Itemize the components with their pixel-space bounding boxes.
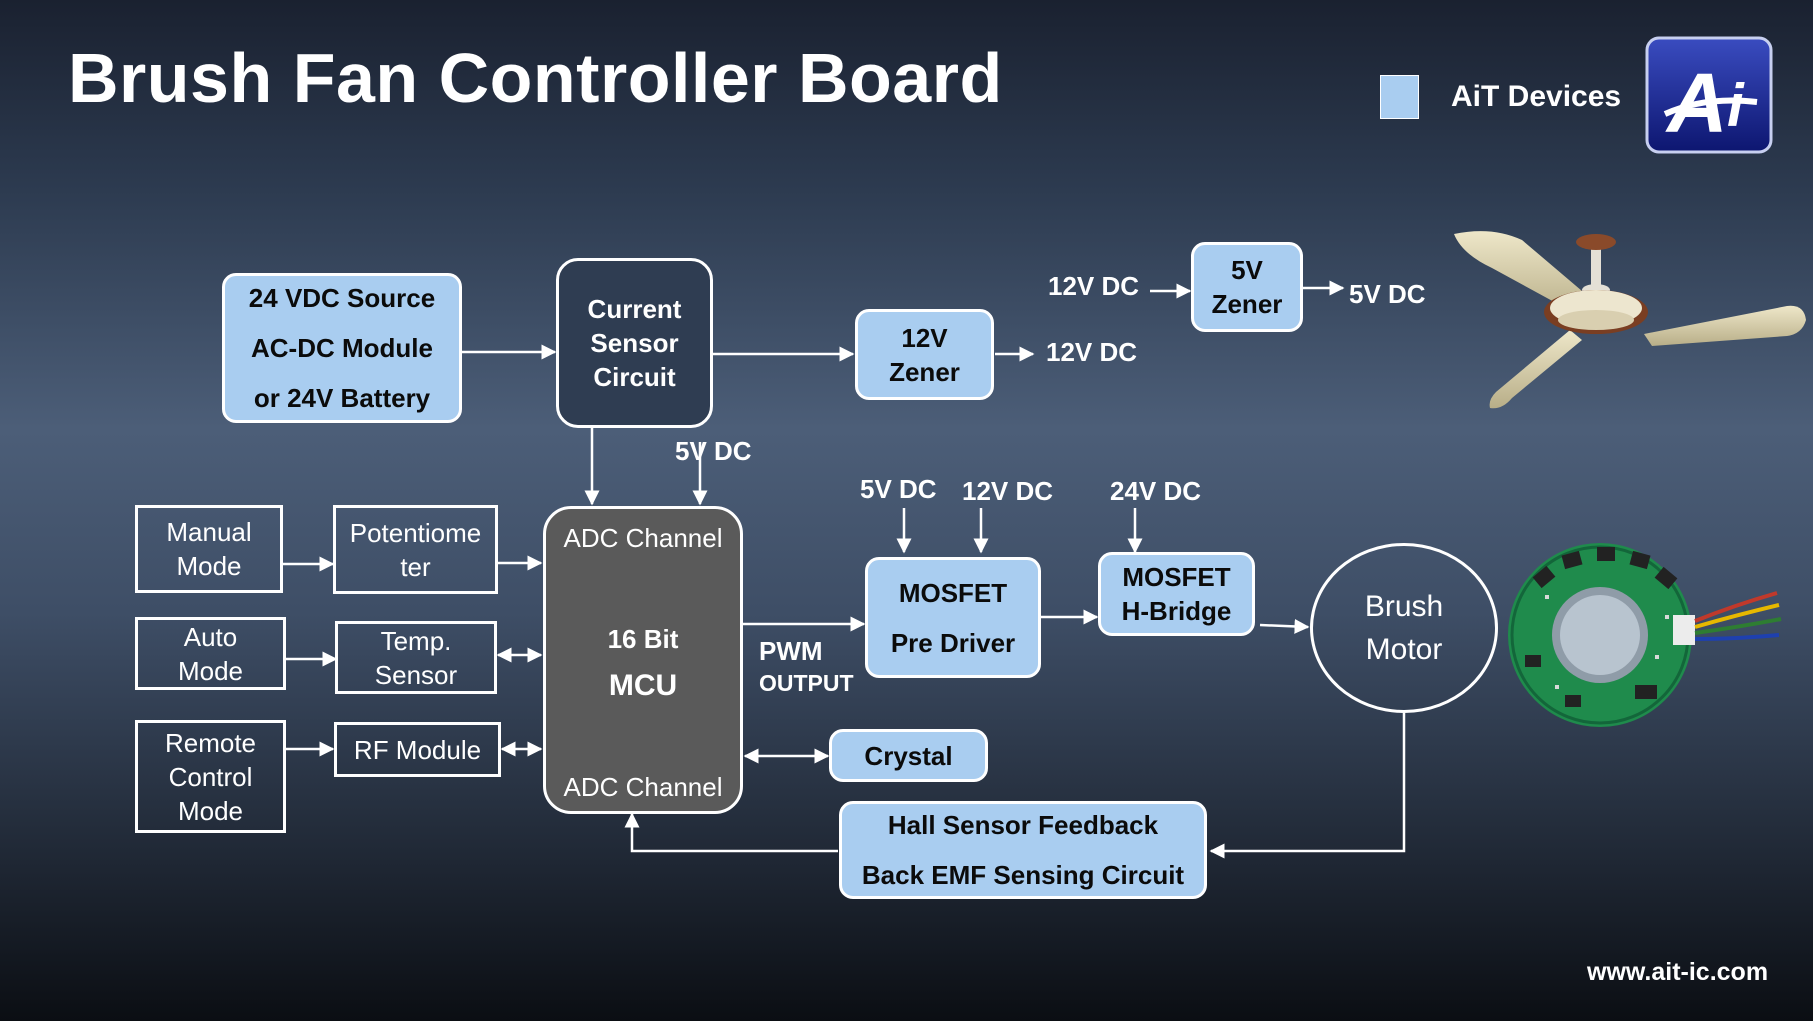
label-pwm: PWM [759,636,823,666]
label-12v-in-5v-zener: 12V DC [1048,271,1140,301]
source-line-1: 24 VDC Source [248,283,436,313]
crystal-box: Crystal [829,729,988,782]
label-predriver-5v: 5V DC [860,474,937,504]
remote-mode-box: Remote Control Mode [135,720,286,833]
hbridge-box: MOSFET H-Bridge [1098,552,1255,636]
mcu-name: MCU [608,668,678,702]
potentiometer-line-1: Potentiome [349,517,482,548]
zener-12v-line-1: 12V [901,322,948,353]
zener-5v-line-1: 5V [1231,255,1263,285]
temp-sensor-line-2: Sensor [374,659,458,690]
svg-text:i: i [1727,72,1745,139]
mcu-adc-top: ADC Channel [563,523,723,553]
remote-mode-line-3: Mode [177,795,244,826]
label-mcu-5v: 5V DC [675,436,752,466]
brush-motor-circle: Brush Motor [1310,543,1498,713]
hbridge-line-1: MOSFET [1122,562,1231,592]
current-sensor-line-1: Current [587,294,682,324]
ceiling-fan-image [1454,231,1806,409]
label-predriver-12v: 12V DC [962,476,1054,506]
potentiometer-box: Potentiome ter [333,505,498,594]
rf-module-label: RF Module [353,734,482,765]
legend-swatch [1380,75,1419,119]
source-line-3: or 24V Battery [253,383,431,413]
auto-mode-line-2: Mode [177,655,244,686]
manual-mode-line-1: Manual [166,517,252,547]
potentiometer-line-2: ter [400,551,431,582]
feedback-line-1: Hall Sensor Feedback [887,810,1159,840]
auto-mode-box: Auto Mode [135,617,286,690]
label-5v-out: 5V DC [1349,279,1426,309]
current-sensor-line-2: Sensor [590,328,679,358]
mcu-box: ADC Channel 16 Bit MCU ADC Channel [543,506,743,814]
auto-mode-line-1: Auto [183,621,238,652]
mcu-bits: 16 Bit [607,623,679,654]
page-title: Brush Fan Controller Board [68,39,1003,117]
manual-mode-line-2: Mode [176,551,242,581]
temp-sensor-line-1: Temp. [380,625,452,656]
zener-12v-box: 12V Zener [855,309,994,400]
rf-module-box: RF Module [334,722,501,777]
source-box: 24 VDC Source AC-DC Module or 24V Batter… [222,273,462,423]
remote-mode-line-1: Remote [164,727,257,758]
motor-line-2: Motor [1365,633,1443,666]
predriver-line-1: MOSFET [898,577,1008,608]
hbridge-line-2: H-Bridge [1121,596,1232,626]
mcu-core: 16 Bit MCU [608,624,679,703]
feedback-box: Hall Sensor Feedback Back EMF Sensing Ci… [839,801,1207,899]
zener-5v-line-2: Zener [1211,289,1283,319]
current-sensor-box: Current Sensor Circuit [556,258,713,428]
website-url: www.ait-ic.com [1587,958,1769,986]
label-pwm-output: OUTPUT [759,670,854,696]
source-line-2: AC-DC Module [251,333,433,363]
zener-12v-line-2: Zener [889,356,960,387]
predriver-box: MOSFET Pre Driver [865,557,1041,678]
manual-mode-box: Manual Mode [135,505,283,593]
remote-mode-line-2: Control [168,761,253,792]
label-12v-out: 12V DC [1046,337,1138,367]
temp-sensor-box: Temp. Sensor [335,621,497,694]
predriver-line-2: Pre Driver [890,627,1016,658]
zener-5v-box: 5V Zener [1191,242,1303,332]
motor-line-1: Brush [1364,590,1444,623]
feedback-line-2: Back EMF Sensing Circuit [861,860,1185,890]
ait-logo-icon: A i [1645,36,1773,154]
crystal-label: Crystal [864,740,953,771]
controller-pcb-image [1508,543,1782,727]
legend-label: AiT Devices [1451,80,1622,113]
label-hbridge-24v: 24V DC [1110,476,1202,506]
current-sensor-line-3: Circuit [593,362,676,392]
mcu-adc-bottom: ADC Channel [563,772,723,802]
